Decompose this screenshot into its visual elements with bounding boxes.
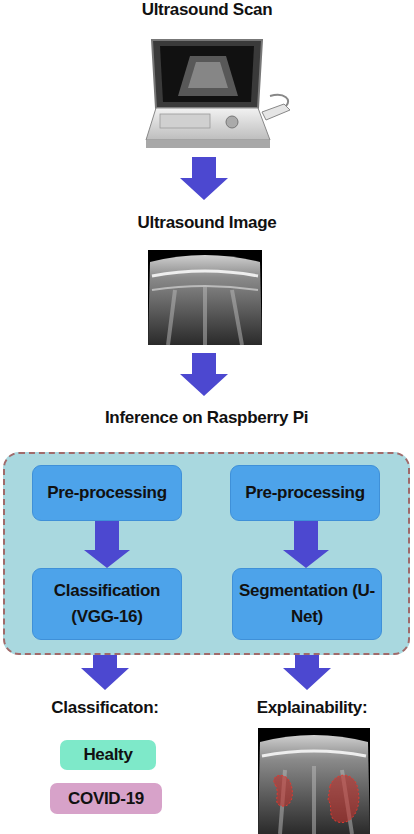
heading-label: Classificaton: bbox=[51, 698, 158, 718]
inference-band: Inference on Raspberry PiPre-processingP… bbox=[3, 452, 410, 655]
box-text: COVID-19 bbox=[68, 789, 144, 809]
heading-label: Ultrasound Scan bbox=[142, 0, 273, 20]
class-label-box: Healty bbox=[60, 740, 156, 770]
box-text: Classification (VGG-16) bbox=[37, 578, 177, 630]
flow-arrow bbox=[180, 157, 228, 200]
box-text: Healty bbox=[83, 745, 132, 765]
process-box: Pre-processing bbox=[230, 465, 380, 521]
class-label-box: COVID-19 bbox=[50, 783, 162, 814]
box-text: Segmentation (U-Net) bbox=[237, 578, 377, 630]
heading-label: Explainability: bbox=[257, 698, 368, 718]
process-box: Segmentation (U-Net) bbox=[232, 568, 382, 640]
process-box: Classification (VGG-16) bbox=[32, 568, 182, 640]
flow-arrow bbox=[84, 521, 130, 568]
box-text: Pre-processing bbox=[47, 480, 167, 506]
ultrasound-machine bbox=[146, 40, 290, 148]
flow-arrow bbox=[283, 521, 329, 568]
box-text: Pre-processing bbox=[245, 480, 365, 506]
heading-label: Ultrasound Image bbox=[138, 213, 277, 233]
band-heading: Inference on Raspberry Pi bbox=[5, 408, 408, 428]
process-box: Pre-processing bbox=[32, 465, 182, 521]
segmentation-overlay-image bbox=[258, 728, 370, 834]
flow-arrow bbox=[283, 652, 331, 690]
flow-arrow bbox=[180, 353, 228, 396]
flow-arrow bbox=[81, 652, 129, 690]
ultrasound-image bbox=[148, 250, 262, 345]
